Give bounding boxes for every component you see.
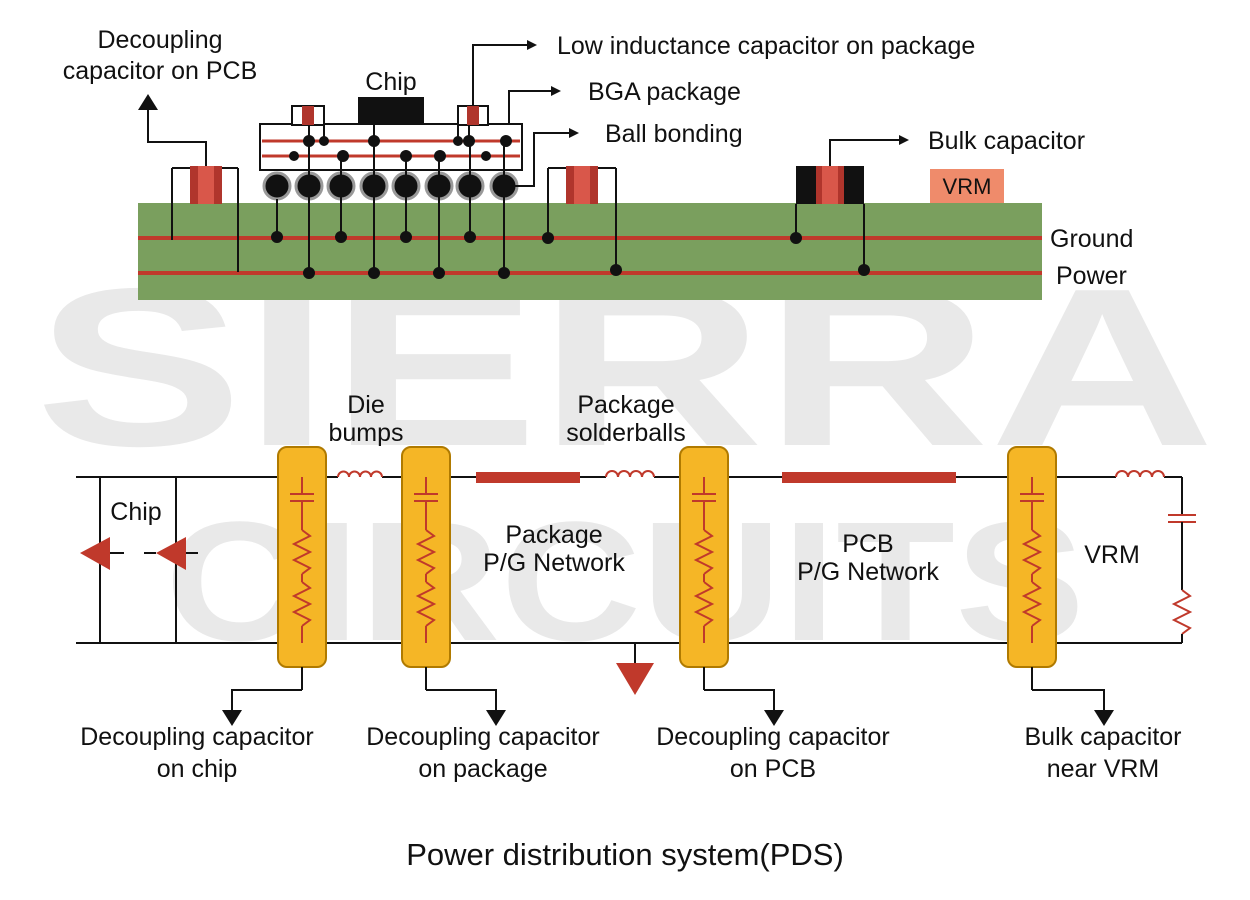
cap-stack-pcb xyxy=(679,446,784,726)
pcb-capacitor-middle xyxy=(542,166,622,276)
solderballs-label-line2: solderballs xyxy=(566,419,686,447)
die-bumps-label-line2: bumps xyxy=(328,419,403,447)
cap-chip-label-line2: on chip xyxy=(157,755,238,783)
vrm-branch xyxy=(1168,477,1196,643)
physical-cross-section: VRM Decoupling capacitor on PCB Chip Low… xyxy=(63,26,1133,300)
chip-current-sources xyxy=(80,477,198,643)
solderballs-label-line1: Package xyxy=(577,391,674,419)
cap-stack-chip xyxy=(222,446,327,726)
bulk-capacitor xyxy=(790,166,870,276)
ball-bonding-label: Ball bonding xyxy=(605,120,743,148)
chip-label-top: Chip xyxy=(365,68,416,96)
package-network-label-line1: Package xyxy=(505,521,602,549)
chip-label-bottom: Chip xyxy=(110,498,161,526)
ground-symbol xyxy=(616,663,654,695)
decoupling-pcb-label-line1: Decoupling xyxy=(97,26,222,54)
die-bumps-label-line1: Die xyxy=(347,391,385,419)
decoupling-pcb-label-line2: capacitor on PCB xyxy=(63,57,258,85)
package-pg-network-bar xyxy=(476,472,580,483)
cap-package-label-line2: on package xyxy=(418,755,547,783)
power-label: Power xyxy=(1056,262,1127,290)
pcb-decoupling-capacitor xyxy=(138,94,239,272)
low-inductance-label: Low inductance capacitor on package xyxy=(557,32,975,60)
pcb-pg-network-bar xyxy=(782,472,956,483)
pcb-network-label-line1: PCB xyxy=(842,530,893,558)
equivalent-circuit: Die bumps Package solderballs Chip Packa… xyxy=(76,391,1196,783)
bulk-near-vrm-label-line1: Bulk capacitor xyxy=(1024,723,1181,751)
vrm-block xyxy=(930,169,1004,203)
cap-pcb-label-line1: Decoupling capacitor xyxy=(656,723,889,751)
figure-title: Power distribution system(PDS) xyxy=(406,837,844,872)
cap-stack-package xyxy=(401,446,506,726)
package-network-label-line2: P/G Network xyxy=(483,549,625,577)
cap-package-label-line1: Decoupling capacitor xyxy=(366,723,599,751)
ground-label: Ground xyxy=(1050,225,1133,253)
vrm-label-top: VRM xyxy=(943,174,992,199)
chip-die xyxy=(358,97,424,125)
cap-stack-bulk xyxy=(1007,446,1114,726)
bulk-near-vrm-label-line2: near VRM xyxy=(1047,755,1160,783)
bga-package-label: BGA package xyxy=(588,78,741,106)
bulk-capacitor-label: Bulk capacitor xyxy=(928,127,1085,155)
pcb-board xyxy=(138,203,1042,300)
solder-balls xyxy=(262,141,519,279)
cap-chip-label-line1: Decoupling capacitor xyxy=(80,723,313,751)
cap-pcb-label-line2: on PCB xyxy=(730,755,816,783)
pcb-network-label-line2: P/G Network xyxy=(797,558,939,586)
vrm-label-bottom: VRM xyxy=(1084,541,1140,569)
bga-package xyxy=(259,97,523,171)
